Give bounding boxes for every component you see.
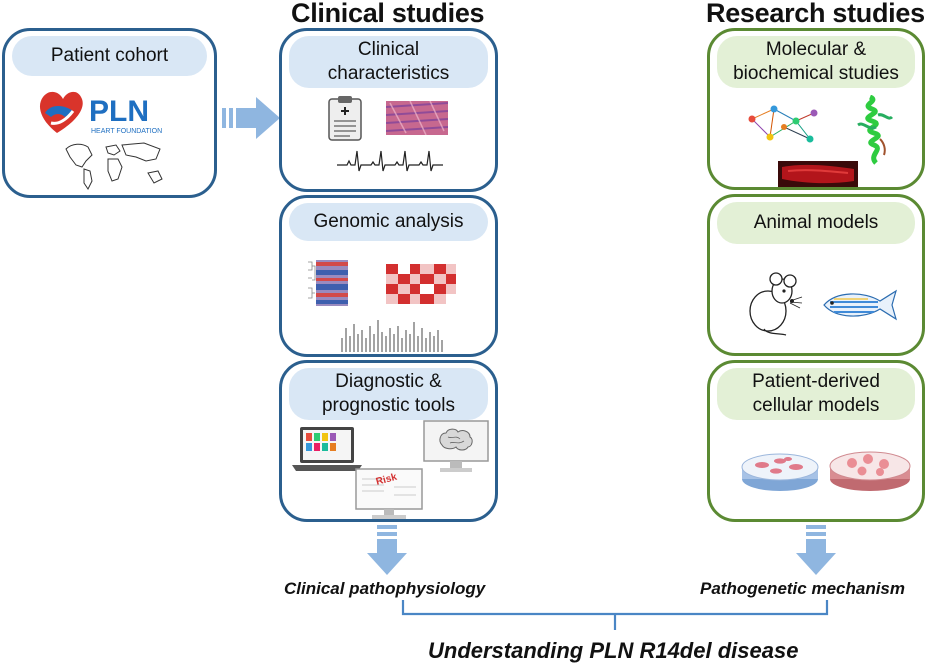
molecular-biochemical-title: Molecular & biochemical studies — [717, 36, 915, 88]
title-line: Genomic analysis — [313, 211, 464, 232]
genomic-analysis-box: Genomic analysis — [279, 195, 498, 357]
title-line: Molecular & — [765, 39, 867, 60]
zebrafish-icon — [823, 289, 898, 321]
ecg-trace-icon — [337, 150, 443, 172]
protein-network-icon — [748, 105, 818, 143]
research-studies-heading: Research studies — [706, 0, 925, 28]
diagnostic-prognostic-tools-box: Diagnostic & prognostic tools Risk — [279, 360, 498, 522]
clustered-heatmap-icon — [308, 260, 348, 306]
pln-heart-foundation-logo: PLN HEART FOUNDATION — [39, 91, 162, 135]
svg-text:HEART FOUNDATION: HEART FOUNDATION — [91, 128, 162, 135]
title-line: Diagnostic & — [335, 371, 442, 392]
title-line: characteristics — [327, 63, 450, 84]
histology-image-icon — [386, 101, 448, 135]
animal-models-title: Animal models — [717, 202, 915, 244]
pathogenetic-mechanism-label: Pathogenetic mechanism — [700, 579, 906, 598]
title-line: biochemical studies — [733, 63, 899, 84]
world-map-icon — [65, 142, 163, 190]
risk-monitor-icon: Risk — [355, 468, 423, 519]
arrow-right-icon — [222, 97, 280, 139]
clinical-characteristics-box: Clinical characteristics — [279, 28, 498, 192]
svg-text:Risk: Risk — [375, 472, 399, 488]
clipboard-icon — [328, 96, 362, 141]
title-line: prognostic tools — [321, 395, 456, 416]
protein-structure-icon — [857, 95, 894, 165]
patient-cohort-label: Patient cohort — [50, 45, 169, 66]
patient-cohort-box: Patient cohort PLN HEART FOUNDATION — [2, 28, 217, 198]
title-line: Animal models — [753, 212, 879, 233]
cell-culture-dish-red-icon — [829, 451, 911, 491]
brain-monitor-icon — [423, 420, 489, 472]
tissue-stain-image-icon — [778, 161, 858, 187]
bracket-connector — [401, 600, 829, 630]
animal-models-box: Animal models — [707, 194, 925, 356]
title-line: Patient-derived — [752, 371, 880, 392]
svg-text:PLN: PLN — [89, 95, 149, 128]
conclusion-title: Understanding PLN R14del disease — [428, 638, 799, 663]
diagnostic-prognostic-tools-title: Diagnostic & prognostic tools — [289, 368, 488, 420]
title-line: cellular models — [752, 395, 880, 416]
clinical-characteristics-title: Clinical characteristics — [289, 36, 488, 88]
clinical-pathophysiology-label: Clinical pathophysiology — [284, 579, 486, 598]
genomic-analysis-title: Genomic analysis — [289, 203, 488, 241]
clinical-studies-heading: Clinical studies — [291, 0, 485, 28]
molecular-biochemical-box: Molecular & biochemical studies — [707, 28, 925, 190]
arrow-down-clinical-icon — [367, 525, 407, 575]
cell-culture-dish-blue-icon — [741, 453, 819, 491]
laptop-icon — [292, 427, 362, 471]
expression-heatmap-icon — [386, 264, 456, 304]
arrow-down-research-icon — [796, 525, 836, 575]
patient-cohort-title: Patient cohort — [12, 36, 207, 76]
mouse-icon — [749, 272, 803, 336]
patient-derived-cellular-models-title: Patient-derived cellular models — [717, 368, 915, 420]
title-line: Clinical — [357, 39, 420, 60]
manhattan-plot-icon — [341, 320, 443, 352]
patient-derived-cellular-models-box: Patient-derived cellular models — [707, 360, 925, 522]
